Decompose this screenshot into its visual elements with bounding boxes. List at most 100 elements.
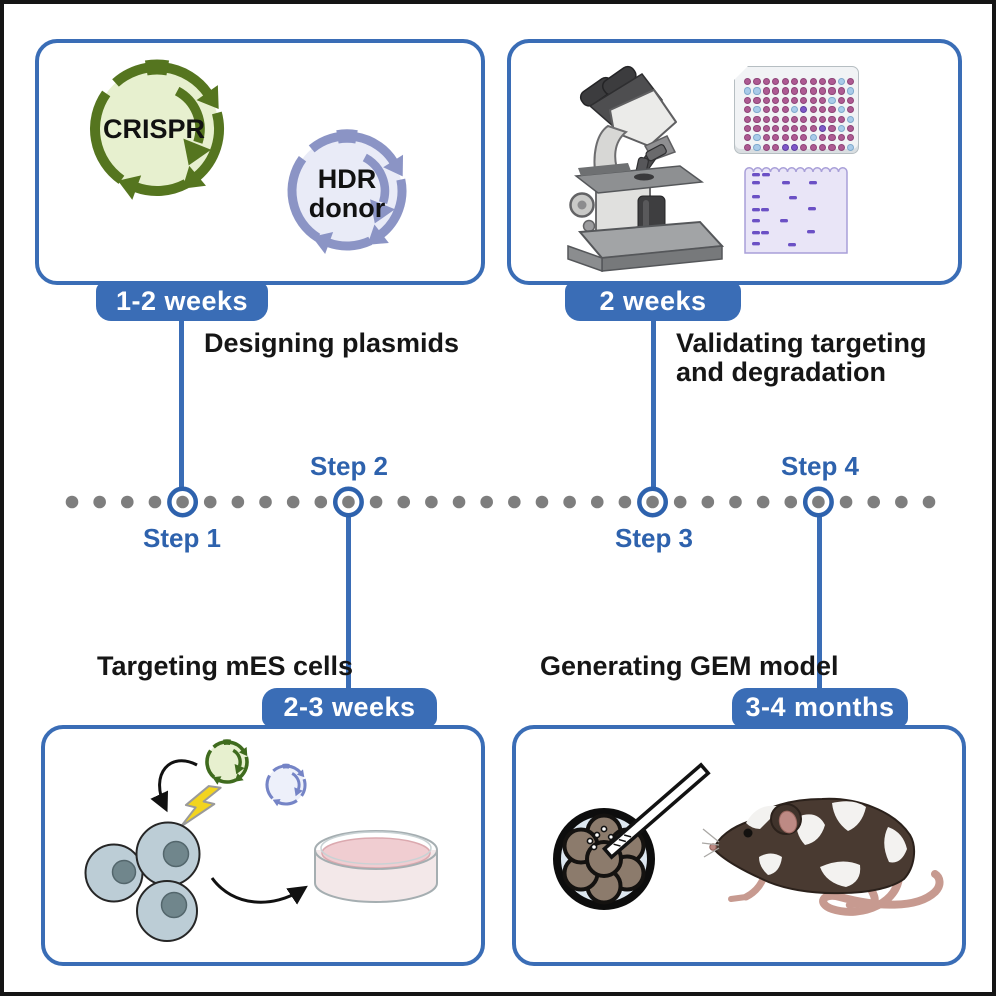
- step-marker: [637, 486, 668, 518]
- well: [819, 87, 827, 95]
- title-step3-line1: Validating targeting: [676, 328, 927, 358]
- well: [790, 134, 799, 142]
- well: [753, 78, 761, 86]
- step1-label: Step 1: [142, 523, 222, 553]
- well: [781, 124, 789, 133]
- mouse-whiskers: [701, 828, 720, 858]
- well: [837, 78, 845, 86]
- gel-band: [752, 242, 760, 246]
- well: [762, 115, 770, 123]
- well: [744, 143, 752, 151]
- well: [828, 143, 836, 151]
- well: [790, 115, 799, 123]
- gel-band: [752, 208, 760, 212]
- well: [790, 87, 799, 95]
- well: [819, 124, 827, 133]
- title-step3: Validating targeting and degradation: [676, 329, 927, 387]
- well: [800, 106, 808, 114]
- gel-band: [752, 173, 760, 177]
- timeline-dot: [590, 495, 604, 509]
- well: [781, 87, 789, 95]
- well: [809, 134, 817, 142]
- well: [744, 96, 752, 104]
- well: [772, 78, 780, 86]
- timeline-dot: [895, 495, 908, 509]
- well: [800, 124, 808, 133]
- connector-step1: [179, 316, 184, 490]
- well: [809, 143, 817, 151]
- timeline-dot: [673, 495, 687, 509]
- well: [819, 115, 827, 123]
- well-plate-icon: [734, 66, 859, 154]
- well: [809, 115, 817, 123]
- timeline-dot: [756, 495, 770, 509]
- well: [753, 143, 761, 151]
- timeline-dot: [259, 495, 272, 509]
- gel-band: [752, 231, 760, 235]
- well: [790, 143, 799, 151]
- mouse-tail: [819, 867, 944, 916]
- well: [772, 134, 780, 142]
- duration-badge-step2: 2-3 weeks: [262, 688, 437, 727]
- well: [772, 143, 780, 151]
- title-step2: Targeting mES cells: [97, 651, 354, 681]
- injected-cells: [586, 825, 615, 851]
- well: [790, 78, 799, 86]
- well: [744, 124, 752, 133]
- timeline-dot: [120, 495, 134, 509]
- well: [847, 106, 855, 114]
- well: [753, 96, 761, 104]
- well: [790, 106, 799, 114]
- crispr-plasmid-icon: [90, 59, 224, 200]
- well: [790, 96, 799, 104]
- gel-band: [808, 207, 816, 211]
- timeline-dot: [314, 495, 328, 509]
- duration-badge-step3: 2 weeks: [565, 282, 741, 321]
- well: [809, 96, 817, 104]
- well: [753, 115, 761, 123]
- well: [762, 124, 770, 133]
- well: [800, 143, 808, 151]
- well: [837, 134, 845, 142]
- well: [837, 87, 845, 95]
- well: [744, 106, 752, 114]
- well: [828, 87, 836, 95]
- well: [762, 87, 770, 95]
- well: [762, 134, 770, 142]
- gel-band: [762, 173, 770, 177]
- well: [753, 134, 761, 142]
- connector-step3: [651, 316, 656, 490]
- well: [847, 87, 855, 95]
- well: [744, 134, 752, 142]
- timeline-dot: [93, 495, 106, 509]
- well: [772, 115, 780, 123]
- microscope-icon: [567, 65, 725, 272]
- small-crispr-plasmid-icon: [205, 739, 249, 785]
- arrow-cells-to-dish: [210, 877, 308, 905]
- well: [753, 124, 761, 133]
- well: [828, 78, 836, 86]
- hdr-plasmid-icon: [287, 129, 407, 255]
- well-grid: [744, 78, 855, 151]
- title-step4: Generating GEM model: [540, 651, 839, 681]
- well: [800, 134, 808, 142]
- well: [828, 115, 836, 123]
- gem-model-illustration: [553, 762, 944, 916]
- arrow-plasmids-to-cells: [150, 759, 198, 813]
- hdr-plasmid-label: HDR donor: [309, 165, 385, 223]
- well: [819, 78, 827, 86]
- well: [837, 115, 845, 123]
- gel-band: [809, 181, 817, 185]
- hdr-label-line1: HDR: [317, 164, 377, 194]
- well: [781, 106, 789, 114]
- well: [837, 124, 845, 133]
- gel-band: [789, 196, 797, 200]
- well: [828, 96, 836, 104]
- connector-step4: [817, 514, 822, 690]
- well: [809, 106, 817, 114]
- well: [809, 78, 817, 86]
- well: [753, 106, 761, 114]
- well: [800, 87, 808, 95]
- well: [800, 78, 808, 86]
- hdr-label-line2: donor: [308, 193, 386, 223]
